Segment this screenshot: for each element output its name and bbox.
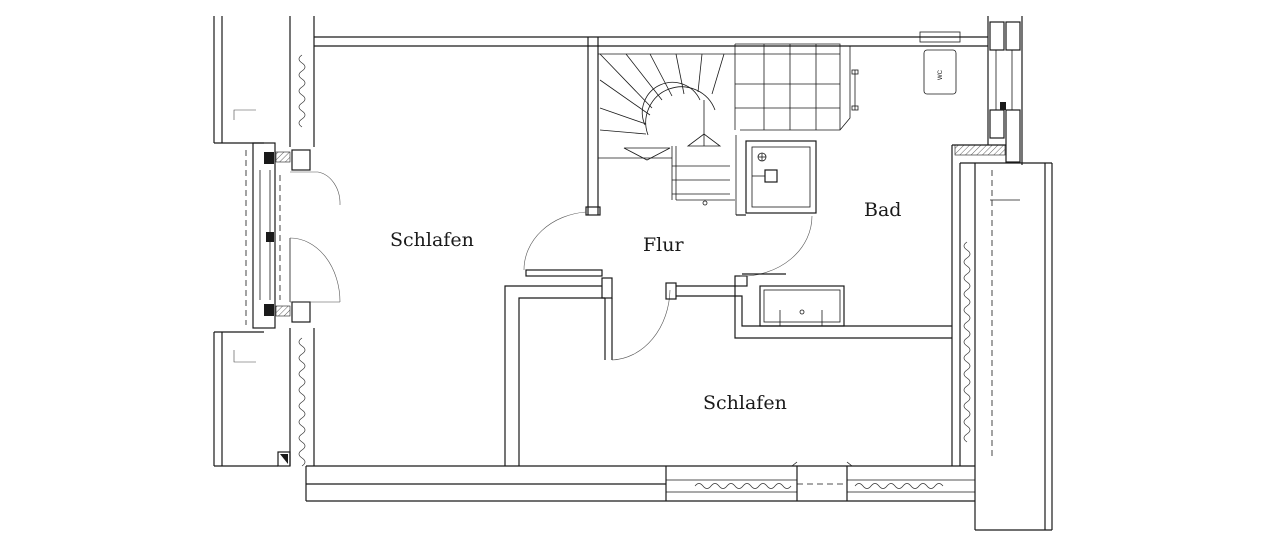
room-label-schlafen-left: Schlafen — [390, 229, 474, 251]
insulation-bottom-b — [854, 483, 944, 489]
bottom-wall — [305, 461, 975, 502]
top-wall — [314, 31, 988, 47]
room-label-flur: Flur — [643, 234, 684, 256]
left-wall — [213, 16, 315, 467]
interior-walls — [504, 211, 952, 466]
toilet: WC — [923, 49, 957, 95]
insulation-left-bottom — [298, 337, 306, 467]
room-label-bad: Bad — [864, 199, 901, 221]
right-wall — [951, 16, 1053, 531]
insulation-right — [963, 241, 971, 443]
staircase — [585, 37, 859, 216]
shower — [736, 140, 817, 216]
balcony-door-left — [245, 142, 341, 329]
stair-steps — [599, 44, 840, 200]
wc-label: WC — [938, 69, 944, 80]
insulation-bottom-a — [694, 483, 792, 489]
insulation-left-top — [298, 54, 306, 128]
bathtub — [759, 285, 845, 327]
room-label-schlafen-right: Schlafen — [703, 392, 787, 414]
